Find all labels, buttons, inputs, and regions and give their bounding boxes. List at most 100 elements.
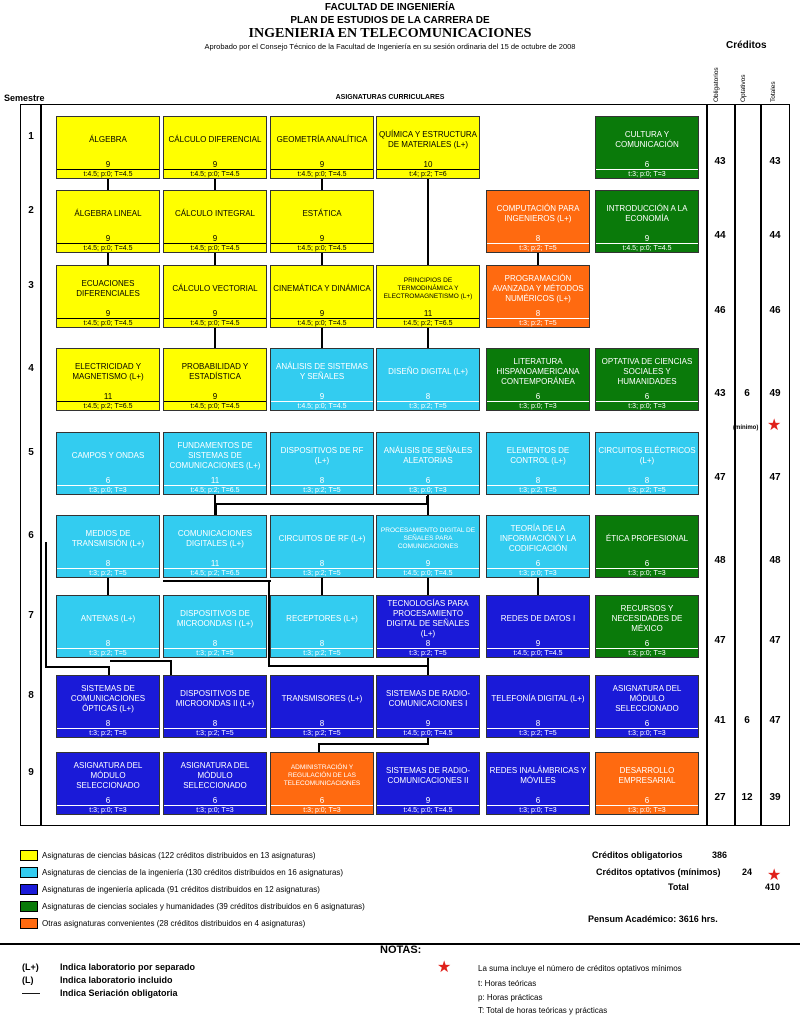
course-hours: t:4.5; p:0; T=4.5 — [271, 401, 373, 410]
seriation-line — [163, 580, 271, 582]
note-right: t: Horas teóricas — [478, 979, 537, 988]
minimo-label: (mínimo) — [733, 425, 759, 431]
credits-opt: 6 — [744, 715, 750, 726]
course-name: COMPUTACIÓN PARA INGENIEROS (L+) — [496, 204, 580, 223]
career-title: INGENIERIA EN TELECOMUNICACIONES — [248, 26, 532, 41]
course-name: PROGRAMACIÓN AVANZADA Y MÉTODOS NUMÉRICO… — [492, 274, 584, 303]
course-name: MEDIOS DE TRANSMISIÓN (L+) — [71, 529, 145, 548]
course-box: OPTATIVA DE CIENCIAS SOCIALES Y HUMANIDA… — [595, 348, 699, 411]
seriation-line — [268, 580, 270, 666]
course-name: TELEFONÍA DIGITAL (L+) — [491, 694, 585, 703]
course-name: ASIGNATURA DEL MÓDULO SELECCIONADO — [612, 684, 682, 713]
course-credits: 6 — [105, 476, 111, 485]
course-hours: t:3; p:0; T=3 — [487, 805, 589, 814]
course-hours: t:3; p:2; T=5 — [57, 648, 159, 657]
course-hours: t:3; p:0; T=3 — [487, 568, 589, 577]
course-credits: 10 — [423, 160, 433, 169]
semestre-header: Semestre — [4, 93, 45, 103]
course-hours: t:4.5; p:2; T=6.5 — [164, 485, 266, 494]
course-credits: 6 — [319, 796, 325, 805]
course-hours: t:4.5; p:0; T=4.5 — [164, 243, 266, 252]
course-hours: t:3; p:2; T=5 — [596, 485, 698, 494]
course-name: ESTÁTICA — [302, 209, 342, 218]
course-name: PRINCIPIOS DE TERMODINÁMICA Y ELECTROMAG… — [383, 277, 473, 300]
note-right: p: Horas prácticas — [478, 993, 543, 1002]
credits-oblig: 47 — [714, 635, 726, 646]
credits-total: 46 — [769, 305, 781, 316]
course-hours: t:4.5; p:0; T=4.5 — [377, 805, 479, 814]
course-name: ELECTRICIDAD Y MAGNETISMO (L+) — [72, 362, 144, 381]
course-credits: 9 — [425, 796, 431, 805]
course-box: LITERATURA HISPANOAMERICANA CONTEMPORÁNE… — [486, 348, 590, 411]
course-credits: 8 — [212, 719, 218, 728]
seriation-line — [426, 496, 428, 505]
course-name: ÉTICA PROFESIONAL — [605, 534, 689, 543]
course-name: SISTEMAS DE COMUNICACIONES ÓPTICAS (L+) — [70, 684, 146, 713]
course-name: CULTURA Y COMUNICACIÓN — [615, 130, 679, 149]
course-name: CINEMÁTICA Y DINÁMICA — [273, 284, 371, 293]
course-hours: t:4.5; p:0; T=4.5 — [164, 401, 266, 410]
semester-number: 9 — [28, 767, 34, 778]
course-name: LITERATURA HISPANOAMERICANA CONTEMPORÁNE… — [496, 357, 580, 386]
course-hours: t:3; p:0; T=3 — [377, 485, 479, 494]
legend-swatch — [20, 901, 38, 912]
note-right: La suma incluye el número de créditos op… — [478, 964, 682, 973]
star-icon: ★ — [767, 417, 782, 434]
course-name: ELEMENTOS DE CONTROL (L+) — [506, 446, 570, 465]
course-credits: 11 — [423, 309, 433, 318]
credits-total: 47 — [769, 635, 781, 646]
course-credits: 6 — [535, 796, 541, 805]
course-hours: t:3; p:0; T=3 — [596, 568, 698, 577]
course-credits: 6 — [535, 559, 541, 568]
oblig-credits-label: Créditos obligatorios — [592, 850, 683, 860]
approval-note: Aprobado por el Consejo Técnico de la Fa… — [204, 42, 576, 51]
course-credits: 8 — [212, 639, 218, 648]
seriation-line — [215, 503, 427, 505]
seriation-line — [537, 253, 539, 265]
course-credits: 6 — [212, 796, 218, 805]
course-credits: 9 — [535, 639, 541, 648]
course-name: TECNOLOGÍAS PARA PROCESAMIENTO DIGITAL D… — [386, 599, 470, 638]
course-name: COMUNICACIONES DIGITALES (L+) — [177, 529, 253, 548]
course-name: DESARROLLO EMPRESARIAL — [618, 766, 676, 785]
notes-title: NOTAS: — [380, 944, 422, 956]
course-credits: 8 — [319, 559, 325, 568]
credits-total: 43 — [769, 156, 781, 167]
grid-frame — [20, 104, 790, 826]
course-name: CIRCUITOS ELÉCTRICOS (L+) — [598, 446, 696, 465]
semester-number: 8 — [28, 690, 34, 701]
seriation-line — [427, 495, 429, 515]
note-text: Indica Seriación obligatoria — [60, 988, 178, 998]
legend-swatch — [20, 867, 38, 878]
course-hours: t:4.5; p:0; T=4.5 — [164, 169, 266, 178]
seriation-line — [537, 578, 539, 595]
course-credits: 8 — [319, 639, 325, 648]
semester-number: 6 — [28, 530, 34, 541]
obligatorios-header: Obligatorios — [713, 67, 720, 102]
seriation-line — [321, 179, 323, 190]
course-credits: 6 — [425, 476, 431, 485]
course-credits: 6 — [644, 719, 650, 728]
notes-divider — [0, 943, 800, 945]
seriation-line — [321, 253, 323, 265]
course-credits: 8 — [425, 392, 431, 401]
course-name: RECEPTORES (L+) — [286, 614, 358, 623]
course-hours: t:4.5; p:0; T=4.5 — [487, 648, 589, 657]
legend-text: Asignaturas de ciencias de la ingeniería… — [42, 868, 344, 877]
total-credits-value: 410 — [765, 882, 781, 892]
course-credits: 8 — [105, 639, 111, 648]
semester-number: 2 — [28, 205, 34, 216]
credits-total: 49 — [769, 388, 781, 399]
